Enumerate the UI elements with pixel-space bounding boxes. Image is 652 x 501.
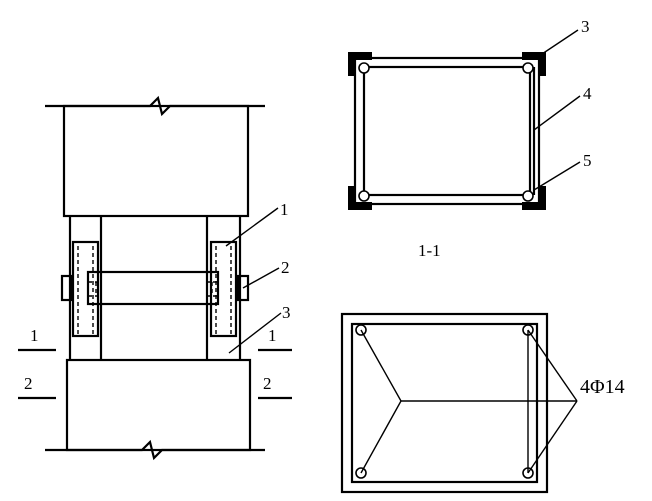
- rebar-leader-br: [527, 400, 578, 474]
- callout-2: 2: [281, 258, 290, 277]
- lower-column-block: [65, 358, 252, 452]
- section2-outer-frame: [340, 312, 549, 494]
- side-lug-right: [236, 274, 250, 302]
- section2-inner-frame: [350, 322, 539, 484]
- corner-angle-tr: [522, 52, 546, 76]
- leader-2: [242, 267, 280, 289]
- section-label-left-2: 2: [24, 374, 33, 393]
- steel-plate-left: [71, 240, 100, 338]
- callout-plan-4: 4: [583, 84, 592, 103]
- corner-bar-tr: [522, 62, 534, 74]
- section-inner-frame: [362, 65, 532, 197]
- callout-plan-5: 5: [583, 151, 592, 170]
- corner-angle-tl: [348, 52, 372, 76]
- rebar-spec: 4Φ14: [580, 376, 625, 398]
- horizontal-tie-band: [86, 270, 220, 306]
- leader-3: [228, 312, 282, 354]
- section-title: 1-1: [418, 241, 441, 260]
- section-label-right-2: 2: [263, 374, 272, 393]
- rebar-leader-tr: [527, 329, 578, 402]
- upper-column-block: [62, 104, 250, 218]
- leader-plan-3: [535, 29, 579, 59]
- corner-bar-br: [522, 190, 534, 202]
- leader-plan-5: [533, 161, 581, 191]
- section-outer-frame: [353, 56, 541, 206]
- leader-1: [225, 207, 279, 247]
- steel-plate-right: [209, 240, 238, 338]
- corner-angle-br: [522, 186, 546, 210]
- section-2-2-plan: 4Φ14: [340, 312, 625, 494]
- leader-plan-4: [533, 95, 581, 131]
- callout-3: 3: [282, 303, 291, 322]
- tie-band-right-end: [206, 281, 218, 297]
- corner-bar-tl: [358, 62, 370, 74]
- corner-angle-bl: [348, 186, 372, 210]
- corner-bar-bl: [358, 190, 370, 202]
- section-label-right-1: 1: [268, 326, 277, 345]
- bottom-break-line: [45, 439, 265, 461]
- callout-plan-3: 3: [581, 17, 590, 36]
- section-label-left-1: 1: [30, 326, 39, 345]
- tie-band-left-end: [88, 281, 100, 297]
- callout-1: 1: [280, 200, 289, 219]
- rebar-leader-left: [360, 329, 402, 474]
- elevation-view: 1 1 2 2 1 2 3: [18, 95, 292, 461]
- side-lug-left: [60, 274, 74, 302]
- section-1-1-plan: 3 4 5 1-1: [348, 17, 592, 260]
